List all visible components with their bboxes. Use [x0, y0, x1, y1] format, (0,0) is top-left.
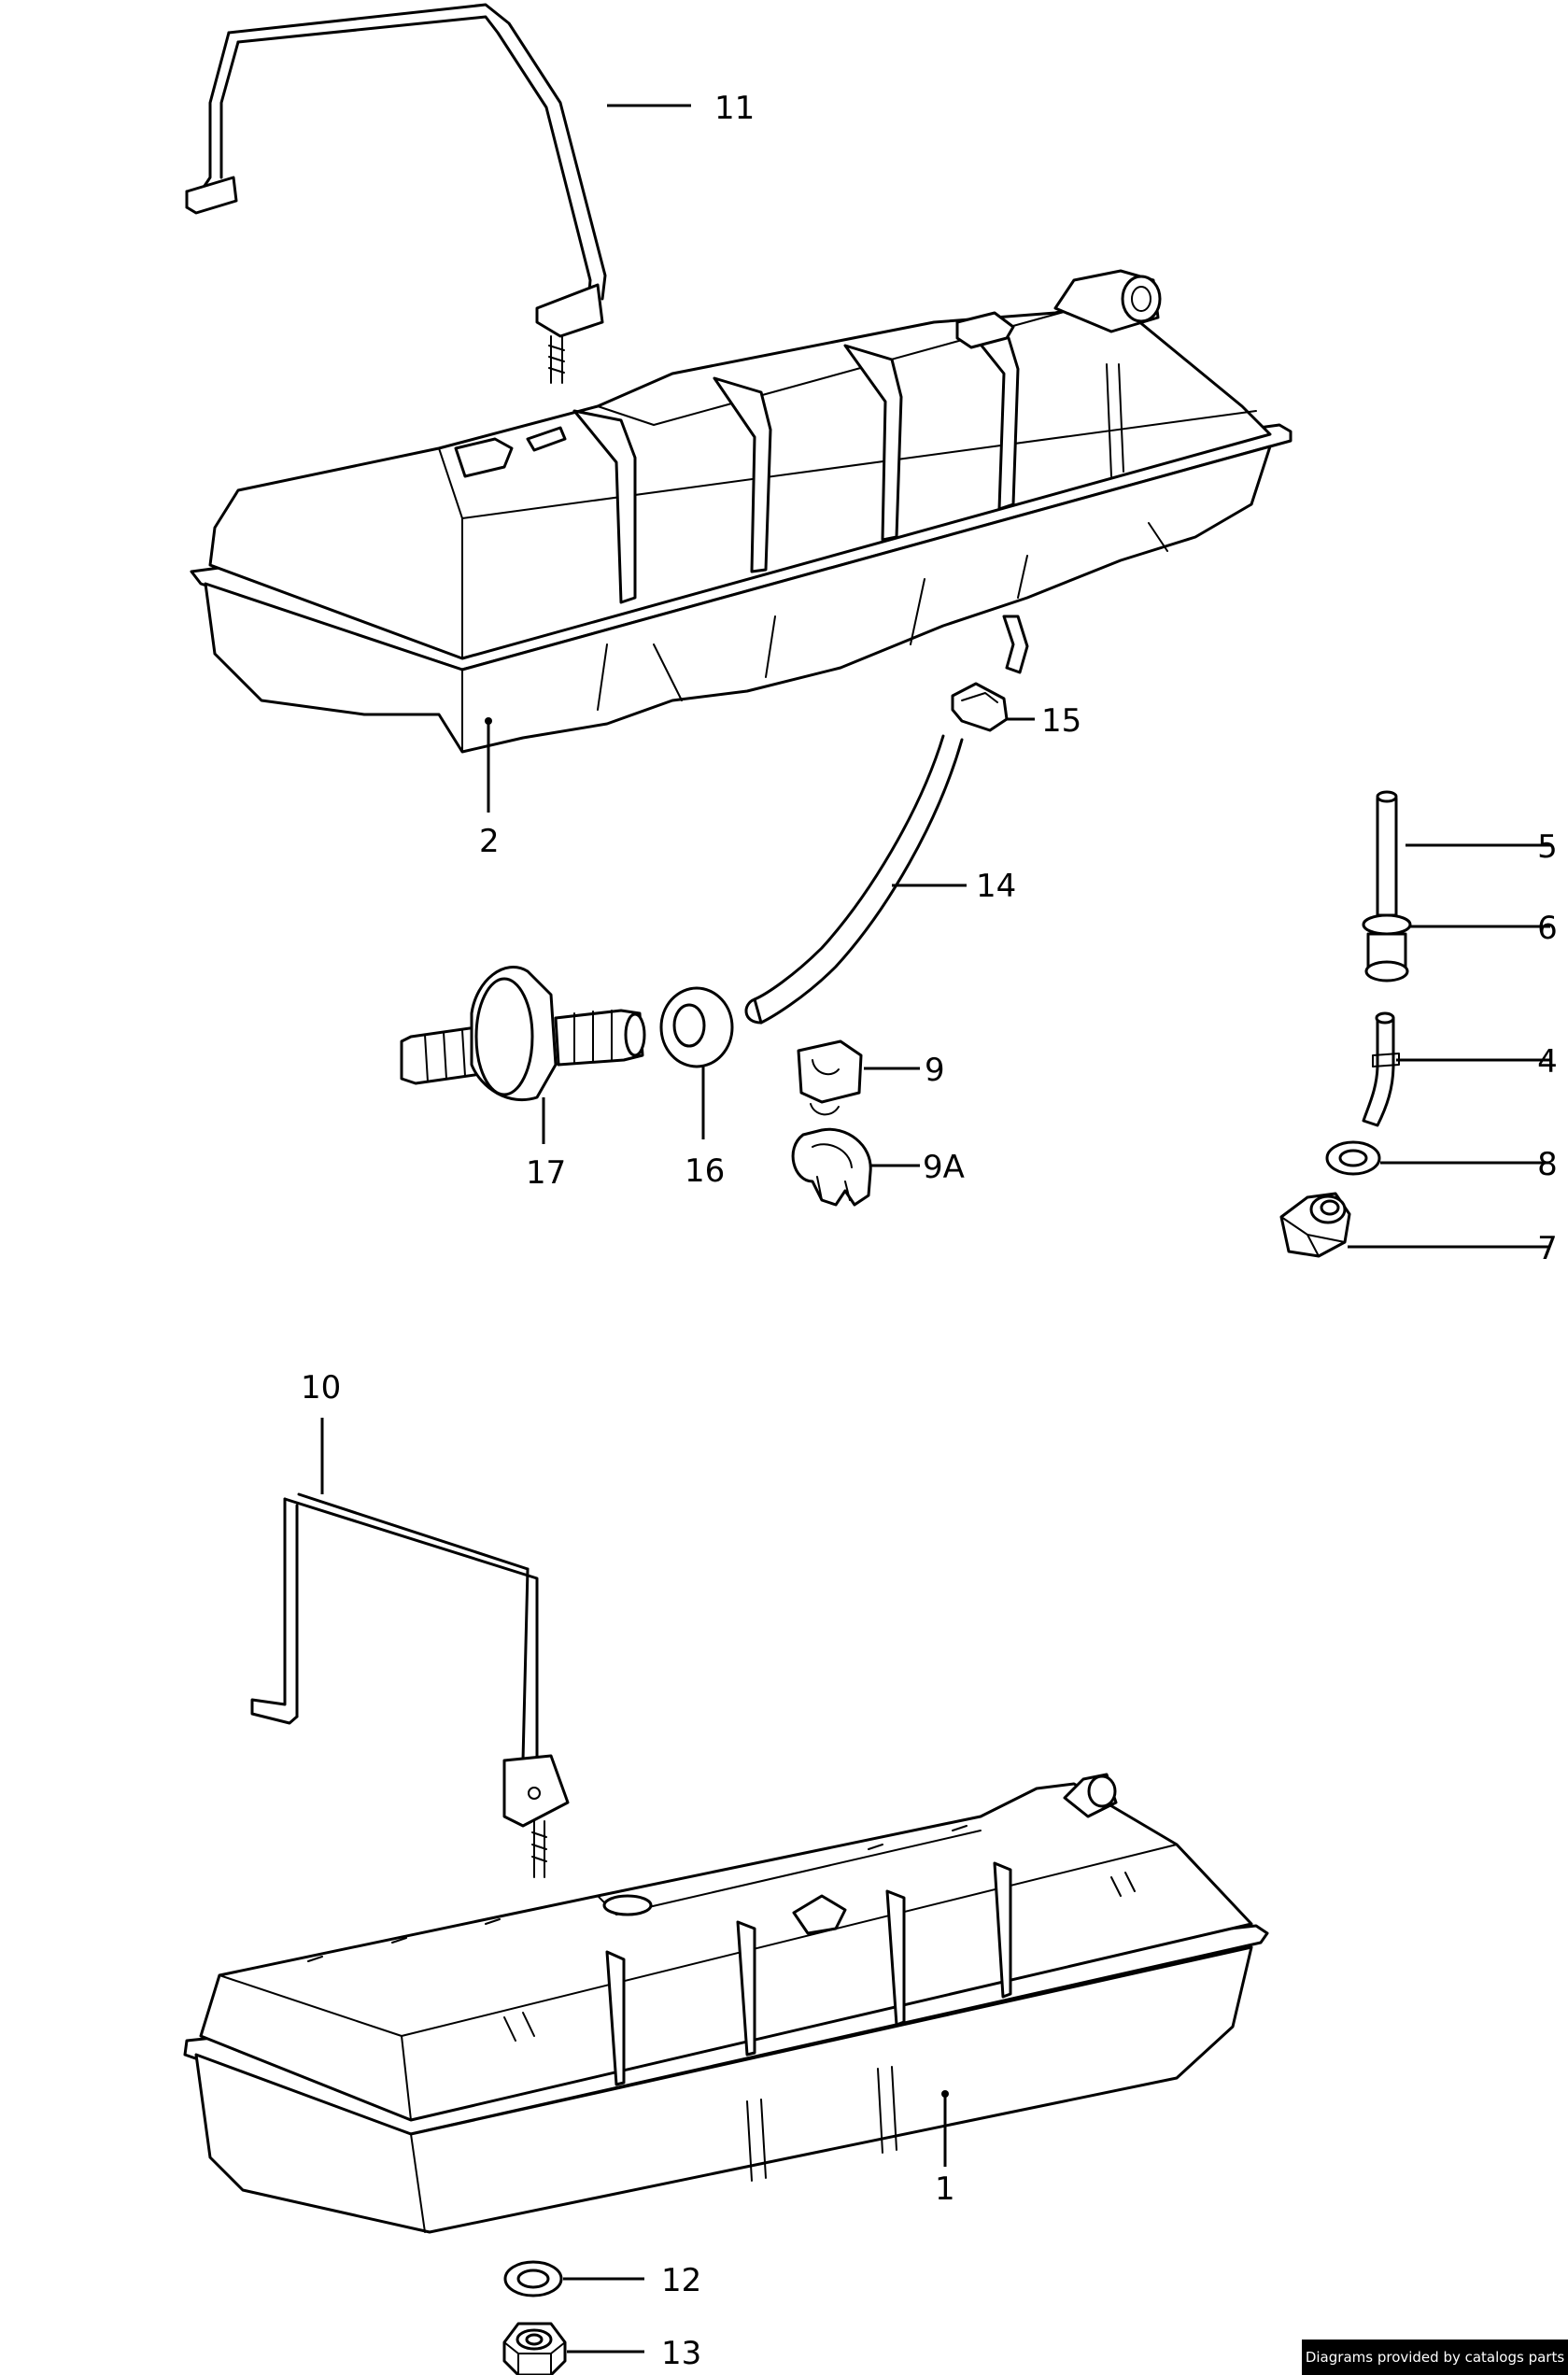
hose-clip	[951, 682, 1009, 732]
hose-clamp-9	[797, 1039, 863, 1116]
leader-lines	[320, 104, 1550, 2354]
callout-16: 16	[685, 1152, 725, 1190]
callout-6: 6	[1537, 910, 1558, 947]
callout-8: 8	[1537, 1146, 1558, 1183]
seal-6	[1362, 913, 1412, 983]
nut-7	[1279, 1192, 1351, 1258]
vent-hose	[744, 734, 964, 1025]
callout-labels: 11 2 15 14 5 6 4 8 7 9 9A 16 17 10 1 12 …	[301, 90, 1558, 2372]
callout-14: 14	[976, 868, 1016, 905]
strap-lower	[250, 1492, 570, 1878]
vent-valve	[400, 966, 646, 1102]
strap-upper	[185, 3, 607, 384]
fuel-tank-lower	[183, 1773, 1269, 2234]
fuel-tank-upper	[190, 269, 1293, 754]
callout-5: 5	[1537, 828, 1558, 866]
washer-8	[1325, 1140, 1381, 1176]
nut-13	[502, 2322, 567, 2375]
callout-11: 11	[714, 90, 755, 127]
callout-9a: 9A	[923, 1149, 965, 1186]
callout-12: 12	[661, 2262, 701, 2299]
credit-badge: Diagrams provided by catalogs parts	[1302, 2340, 1568, 2375]
elbow-pipe	[1362, 1011, 1400, 1127]
callout-2: 2	[479, 823, 500, 860]
callout-15: 15	[1041, 702, 1081, 740]
callout-1: 1	[935, 2170, 955, 2208]
grommet	[659, 986, 734, 1068]
callout-7: 7	[1537, 1230, 1558, 1267]
callout-17: 17	[526, 1154, 566, 1192]
callout-13: 13	[661, 2335, 701, 2372]
callout-4: 4	[1537, 1043, 1558, 1081]
sender-tube	[1376, 790, 1398, 917]
callout-10: 10	[301, 1369, 341, 1407]
hose-clamp-9a	[791, 1127, 872, 1207]
washer-12	[503, 2260, 563, 2297]
callout-9: 9	[925, 1052, 945, 1089]
